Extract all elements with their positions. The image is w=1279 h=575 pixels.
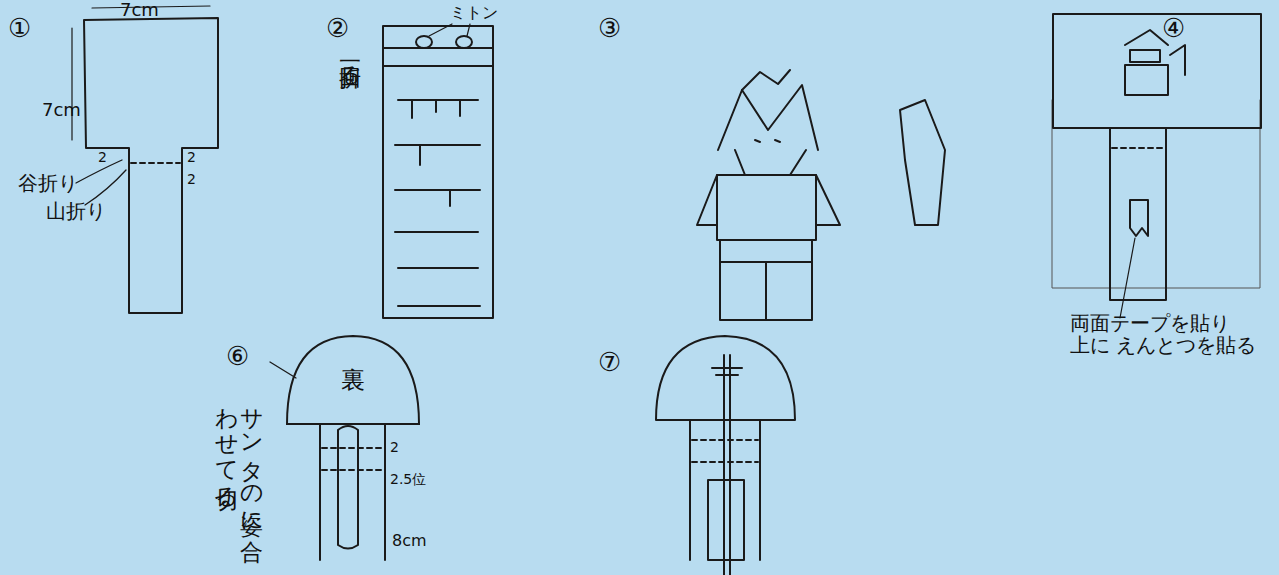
dimension: 2 [98,150,107,165]
step-number: ① [8,14,31,43]
step2-drawing [383,24,493,318]
fold-note: 谷折り [18,172,78,194]
step-number: ⑥ [226,342,249,371]
instruction-note: サンタの姿に合わせて切る [214,392,265,538]
step4-drawing [1052,14,1261,318]
dimension: 2 [390,440,399,455]
step3-santa [697,70,945,320]
fold-note: 一回折る [338,50,362,170]
dimension: 7cm [42,100,81,120]
step-number: ④ [1162,14,1185,43]
instruction-note: 両面テープを貼り 上に えんとつを貼る [1070,312,1275,356]
fold-note: 山折り [46,200,106,222]
part-name: ミトン [450,4,498,22]
step1-drawing [72,6,218,313]
step6-drawing [270,362,385,560]
dimension: 2 [187,172,196,187]
dimension: 2 [187,150,196,165]
dimension: 2.5位 [390,472,426,487]
dome-piece: 裏 [285,334,421,426]
step-number: ⑦ [598,348,621,377]
piece-label: 裏 [285,364,421,396]
dimension: 8cm [392,532,427,550]
step-number: ③ [598,14,621,43]
dimension: 7cm [120,0,159,20]
step7-drawing [656,336,795,575]
step-number: ② [326,14,349,43]
